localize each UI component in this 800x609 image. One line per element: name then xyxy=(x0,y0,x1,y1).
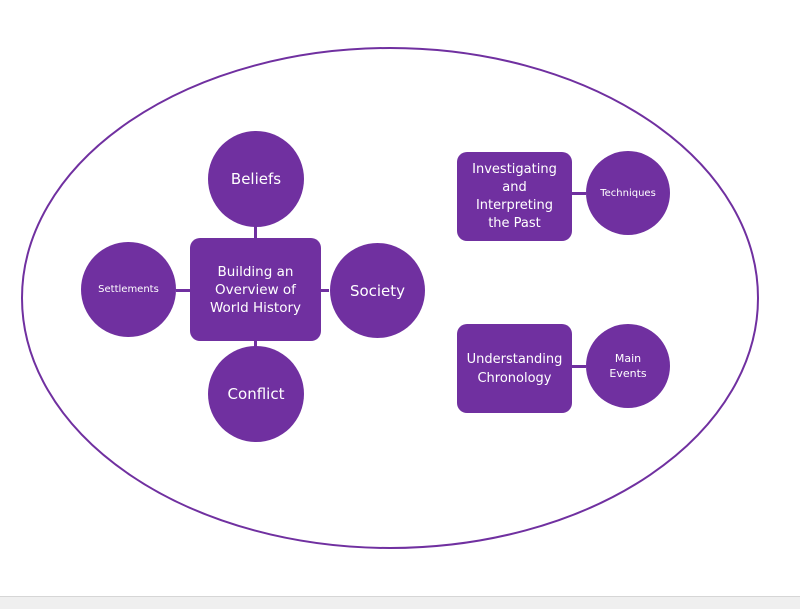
node-techniques: Techniques xyxy=(586,151,670,235)
node-investigating-past: Investigating and Interpreting the Past xyxy=(457,152,572,241)
node-hub-label: Building an Overview of World History xyxy=(209,263,301,316)
node-beliefs-label: Beliefs xyxy=(230,170,282,188)
connector-investigating-techniques xyxy=(572,192,586,195)
node-society-label: Society xyxy=(349,281,406,300)
connector-hub-society xyxy=(321,289,329,292)
connector-chronology-mainevents xyxy=(572,365,586,368)
node-understanding-chronology: Understanding Chronology xyxy=(457,324,572,413)
node-society: Society xyxy=(330,243,425,338)
bottom-scrollbar-area[interactable] xyxy=(0,596,800,609)
node-chronology-label: Understanding Chronology xyxy=(466,351,563,386)
diagram-canvas: Beliefs Building an Overview of World Hi… xyxy=(21,47,759,549)
node-techniques-label: Techniques xyxy=(600,187,656,199)
node-hub-world-history: Building an Overview of World History xyxy=(190,238,321,341)
outer-ellipse-svg xyxy=(21,47,759,549)
node-settlements-label: Settlements xyxy=(98,284,159,295)
node-main-events: Main Events xyxy=(586,324,670,408)
node-settlements: Settlements xyxy=(81,242,176,337)
node-beliefs: Beliefs xyxy=(208,131,304,227)
connector-hub-beliefs xyxy=(254,226,257,238)
node-investigating-label: Investigating and Interpreting the Past xyxy=(472,161,557,231)
connector-hub-conflict xyxy=(254,341,257,349)
node-conflict-label: Conflict xyxy=(227,385,285,403)
outer-ellipse xyxy=(21,47,759,549)
node-conflict: Conflict xyxy=(208,346,304,442)
connector-hub-settlements xyxy=(176,289,190,292)
node-main-events-label: Main Events xyxy=(609,352,647,380)
